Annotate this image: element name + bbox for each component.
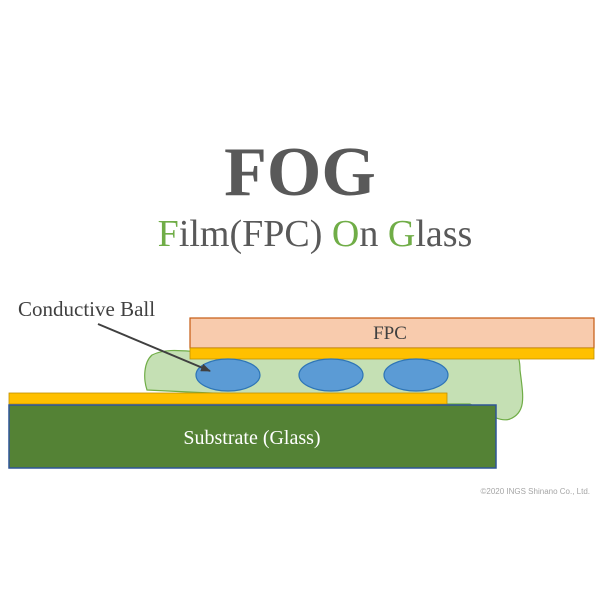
substrate-glass [8,404,497,469]
substrate-electrode [8,392,448,405]
conductive-ball-label: Conductive Ball [18,297,155,321]
subtitle-accent-letter: O [332,213,359,255]
subtitle-text: lass [415,213,472,255]
callout-arrow [97,323,211,372]
fpc-layer [189,317,595,349]
copyright-text: ©2020 INGS Shinano Co., Ltd. [480,487,590,496]
subtitle: Film(FPC) On Glass [158,213,473,255]
subtitle-text: n [359,213,388,255]
fpc-label: FPC [373,323,407,344]
subtitle-accent-letter: F [158,213,179,255]
subtitle-accent-letter: G [388,213,415,255]
page-title: FOG [224,134,376,211]
fpc-electrode [189,347,595,360]
conductive-ball [195,358,261,392]
subtitle-text: ilm(FPC) [179,213,332,255]
conductive-ball [298,358,364,392]
substrate-label: Substrate (Glass) [183,427,320,449]
conductive-ball [383,358,449,392]
